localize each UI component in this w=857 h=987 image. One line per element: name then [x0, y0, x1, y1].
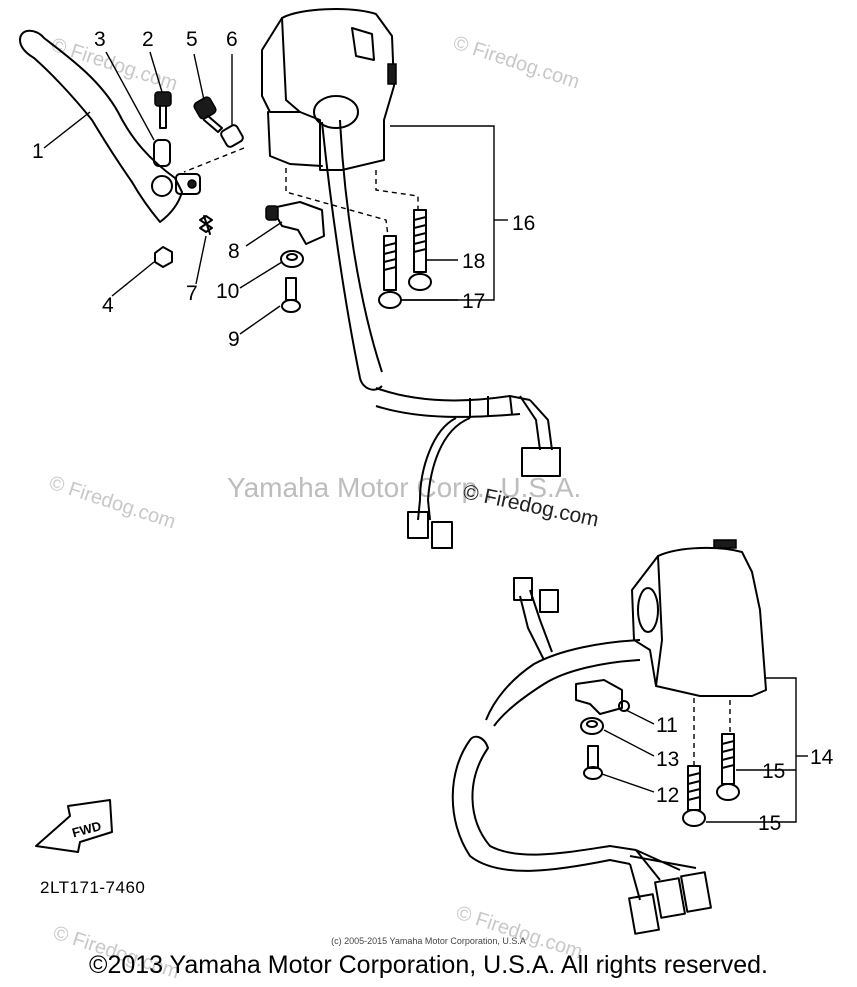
- callout-10: 10: [216, 280, 239, 303]
- lower-wiring-harness: [451, 577, 712, 935]
- callout-leaders: [43, 51, 655, 793]
- callout-16: 16: [512, 212, 535, 235]
- callout-14: 14: [810, 746, 834, 769]
- callout-18: 18: [462, 250, 485, 273]
- part-17-screw: [378, 235, 402, 309]
- callout-13: 13: [656, 748, 679, 771]
- callout-5: 5: [186, 28, 198, 51]
- part-18-screw: [408, 209, 432, 291]
- drawing-code: 2LT171-7460: [40, 878, 146, 897]
- assembly-guide-line: [375, 170, 419, 210]
- callout-6: 6: [226, 28, 238, 51]
- part-10-washer: [280, 250, 304, 268]
- part-16-left-switch-housing: [261, 8, 397, 171]
- callout-3: 3: [94, 28, 106, 51]
- fwd-arrow-icon: FWD: [35, 799, 113, 853]
- part-15-screw-upper: [716, 733, 740, 801]
- callout-12: 12: [656, 784, 679, 807]
- bracket-14: [706, 677, 797, 823]
- part-3-collar: [153, 139, 171, 167]
- callout-1: 1: [32, 140, 44, 163]
- fine-print: (c) 2005-2015 Yamaha Motor Corporation, …: [331, 936, 526, 946]
- part-14-right-switch-housing: [631, 539, 767, 697]
- part-13-washer: [580, 717, 604, 735]
- callout-2: 2: [142, 28, 154, 51]
- callout-17: 17: [462, 290, 485, 313]
- part-8-switch: [265, 201, 325, 245]
- part-4-nut: [154, 246, 173, 268]
- part-9-screw: [281, 277, 301, 313]
- watermark-firedog: © Firedog.com: [450, 32, 582, 94]
- callout-labels: 1 2 3 4 5 6 7 8 9 10 11 12 13 14 15 15 1…: [32, 28, 834, 835]
- copyright-notice: ©2013 Yamaha Motor Corporation, U.S.A. A…: [89, 951, 768, 979]
- assembly-guide-line: [183, 147, 245, 173]
- callout-8: 8: [228, 240, 240, 263]
- callout-15-lower: 15: [758, 812, 781, 835]
- callout-4: 4: [102, 294, 114, 317]
- assembly-guide-line: [285, 168, 389, 237]
- part-12-screw: [583, 745, 603, 780]
- part-5-pivot-bolt: [193, 96, 223, 133]
- part-7-spring: [199, 215, 213, 235]
- callout-11: 11: [656, 714, 678, 737]
- part-15-screw-lower: [682, 765, 706, 827]
- part-1-lever: [19, 29, 201, 223]
- watermark-yamaha: Yamaha Motor Corp., U.S.A.: [227, 472, 581, 503]
- callout-7: 7: [186, 282, 198, 305]
- part-6-nut: [220, 124, 244, 148]
- fwd-label: FWD: [70, 818, 102, 840]
- watermark-firedog: © Firedog.com: [46, 472, 178, 534]
- part-11-switch: [575, 679, 630, 715]
- callout-15-upper: 15: [762, 760, 785, 783]
- bracket-16: [390, 125, 495, 301]
- upper-wiring-harness: [321, 119, 561, 549]
- callout-9: 9: [228, 328, 240, 351]
- part-2-screw: [154, 91, 172, 129]
